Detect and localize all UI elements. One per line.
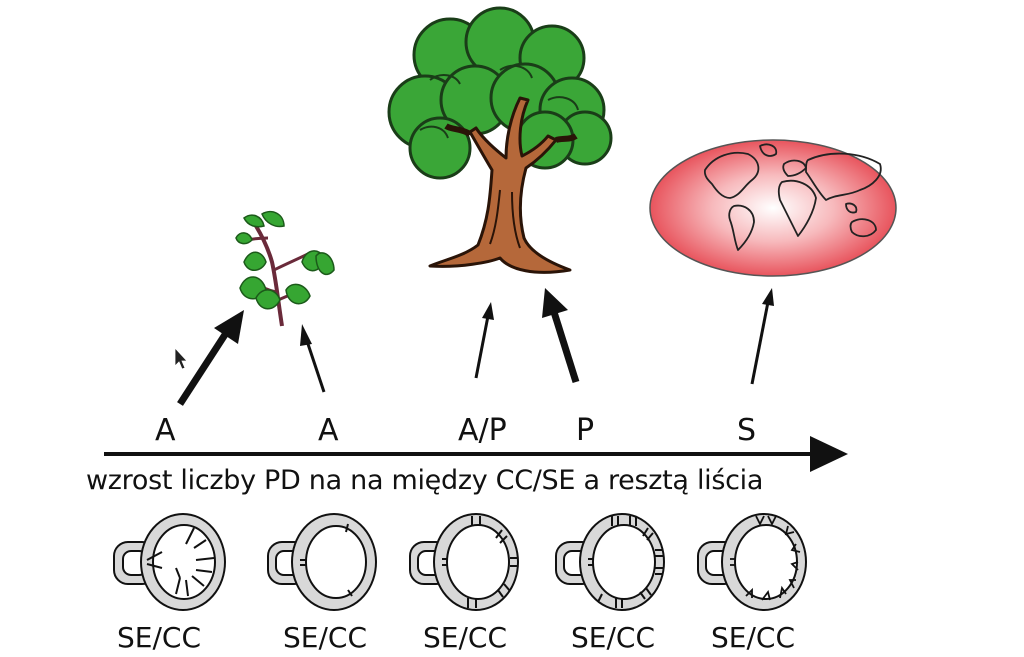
world-map-icon [649, 139, 897, 277]
cell-diagram-1 [113, 513, 226, 611]
arrow-thick-1 [177, 310, 244, 406]
axis-caption: wzrost liczby PD na na między CC/SE a re… [86, 465, 764, 496]
cell-diagram-2 [267, 513, 377, 611]
cell-label-5: SE/CC [711, 621, 795, 654]
axis-arrow [104, 436, 848, 472]
arrow-thin-3 [474, 302, 494, 379]
seedling-icon [235, 210, 335, 327]
stage-label-3: A/P [458, 413, 507, 448]
stage-label-1: A [155, 413, 176, 448]
stage-label-2: A [318, 413, 339, 448]
stage-label-4: P [576, 413, 595, 448]
arrow-thick-4 [542, 288, 580, 384]
cell-diagram-4 [555, 513, 665, 611]
cell-diagram-3 [409, 513, 519, 611]
arrow-thin-5 [750, 288, 774, 385]
stage-label-5: S [737, 413, 757, 448]
arrow-thin-2 [300, 324, 326, 393]
mouse-cursor-icon [174, 346, 188, 370]
cell-label-1: SE/CC [117, 621, 201, 654]
cell-label-2: SE/CC [283, 621, 367, 654]
cell-label-3: SE/CC [423, 621, 507, 654]
cell-label-4: SE/CC [571, 621, 655, 654]
cell-diagram-5 [697, 513, 807, 611]
tree-icon [387, 6, 613, 274]
